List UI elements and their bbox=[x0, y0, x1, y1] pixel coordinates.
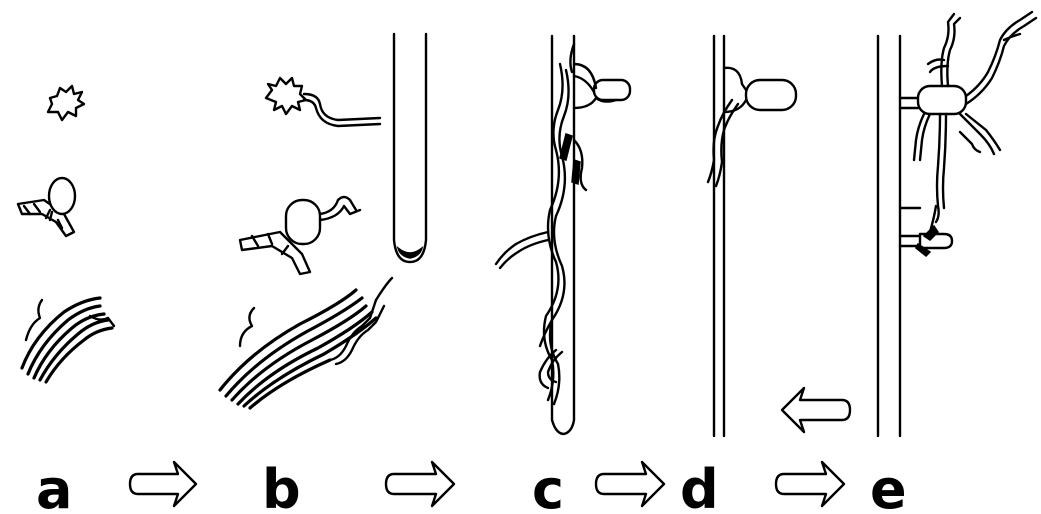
root-tip-b bbox=[394, 34, 426, 262]
hyphae-c bbox=[496, 44, 586, 404]
panel-label-d: d bbox=[680, 458, 719, 514]
panel-label-c: c bbox=[532, 458, 564, 514]
panel-label-b: b bbox=[262, 458, 301, 514]
panel-c bbox=[496, 36, 630, 434]
sporangium-germinating-b bbox=[240, 197, 360, 274]
arrow-b-to-c bbox=[386, 462, 454, 506]
sporangium-c bbox=[574, 64, 630, 108]
panel-e bbox=[878, 12, 1036, 436]
spore-germinating-b bbox=[266, 78, 306, 114]
arrow-a-to-b bbox=[130, 462, 196, 506]
panel-b bbox=[220, 34, 426, 408]
panel-label-a: a bbox=[36, 458, 72, 514]
spore-spiny-a bbox=[48, 86, 84, 120]
hyphae-e bbox=[900, 12, 1036, 222]
root-e bbox=[878, 36, 900, 436]
arrow-d-to-e bbox=[776, 462, 844, 506]
root-d bbox=[714, 36, 724, 436]
panel-a bbox=[18, 86, 114, 382]
mycelium-bundle-a bbox=[22, 298, 114, 382]
sporangium-d bbox=[724, 68, 796, 112]
panel-label-e: e bbox=[870, 458, 907, 514]
panel-d bbox=[708, 36, 796, 436]
mycelium-bundle-b bbox=[220, 278, 392, 408]
sporangium-on-fragment-a bbox=[18, 178, 75, 236]
arrow-c-to-d bbox=[596, 462, 664, 506]
sporangium-e-small bbox=[900, 206, 952, 256]
sporangium-e-large bbox=[900, 86, 966, 114]
arrow-e-to-d bbox=[782, 388, 850, 432]
